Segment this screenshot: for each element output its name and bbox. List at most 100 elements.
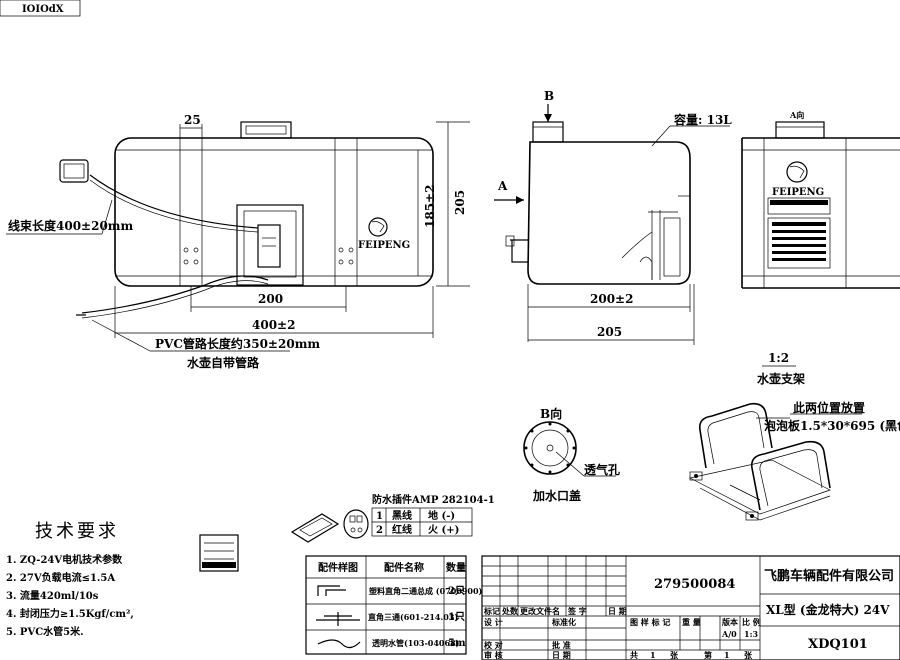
connector-row2-func: 火 (+) bbox=[428, 524, 459, 536]
tech-req-title: 技术要求 bbox=[35, 521, 119, 542]
tb-review: 审 核 bbox=[484, 650, 503, 660]
tb-standard: 标准化 bbox=[551, 617, 576, 627]
side-view: B A 容量: 13L 200±2 205 bbox=[494, 89, 732, 345]
tb-sign: 签 字 bbox=[567, 606, 587, 616]
a-view: A向 FEIPENG bbox=[741, 110, 900, 289]
dim-205: 205 bbox=[453, 190, 467, 215]
connector-view: 防水插件AMP 282104-1 1 黑线 地 (-) 2 红线 火 (+) bbox=[290, 493, 495, 543]
tb-day: 日 期 bbox=[552, 650, 571, 660]
tb-stage: 图 样 标 记 bbox=[630, 617, 670, 627]
side-label-b: B bbox=[544, 89, 554, 103]
title-block: 标记 处数 更改文件名 签 字 日 期 设 计 标准化 校 对 审 核 批 准 … bbox=[481, 555, 900, 660]
product-code: XDQ101 bbox=[808, 637, 868, 652]
parts-row3-qty: 5m bbox=[448, 638, 466, 649]
bracket-loop-left bbox=[698, 402, 773, 469]
tank-cap bbox=[240, 121, 292, 139]
parts-header-name: 配件名称 bbox=[384, 561, 424, 574]
bracket-base bbox=[688, 459, 831, 515]
bracket-title: 水壶支架 bbox=[757, 371, 805, 386]
side-tank-outline bbox=[527, 141, 691, 285]
side-dim-200: 200±2 bbox=[590, 292, 633, 306]
parts-row3-name: 透明水管(103-04068) bbox=[372, 638, 460, 648]
tb-total: 共 bbox=[630, 650, 638, 660]
parts-table-frame bbox=[305, 555, 467, 655]
cap-view-title: B向 bbox=[540, 406, 562, 421]
side-label-a: A bbox=[497, 179, 508, 193]
bracket-note-line1: 此两位置放置 bbox=[793, 400, 865, 415]
parts-row2-name: 直角三通(601-214.03) bbox=[368, 612, 458, 622]
side-dim-205: 205 bbox=[597, 325, 622, 339]
strap-left bbox=[179, 137, 203, 287]
parts-table: 配件样图 配件名称 数量 塑料直角二通总成 (0700900) 2只 直角三通(… bbox=[305, 555, 483, 655]
cap-view: B向 透气孔 加水口盖 bbox=[523, 406, 620, 503]
parts-header-qty: 数量 bbox=[446, 561, 466, 574]
a-view-logo-text: FEIPENG bbox=[772, 187, 824, 198]
title-block-frame bbox=[481, 555, 900, 660]
tb-design: 设 计 bbox=[484, 617, 503, 627]
a-view-logo-icon bbox=[786, 161, 808, 183]
a-view-cap bbox=[775, 121, 825, 139]
tb-count: 处数 bbox=[501, 606, 519, 616]
company-name: 飞鹏车辆配件有限公司 bbox=[764, 568, 894, 584]
dim-185: 185±2 bbox=[423, 185, 437, 228]
harness-length-label: 线束长度400±20mm bbox=[8, 218, 134, 233]
feipeng-logo-icon bbox=[368, 217, 388, 237]
bracket-loop-right bbox=[750, 440, 831, 511]
tb-weight: 重 量 bbox=[682, 617, 701, 627]
tech-req-item-5: 5. PVC水管5米. bbox=[6, 625, 84, 638]
parts-header-image: 配件样图 bbox=[318, 561, 358, 574]
tb-ratio: 比 例 bbox=[742, 617, 761, 627]
bracket-view: 1:2 水壶支架 此两位置放置 泡泡板1.5*30*695 (黑色) bbox=[688, 351, 900, 521]
tee-fitting-icon bbox=[316, 612, 360, 626]
a-view-title: A向 bbox=[789, 110, 804, 120]
tech-req-item-1: 1. ZQ-24V电机技术参数 bbox=[6, 553, 123, 566]
pvc-tube bbox=[81, 275, 269, 314]
code-tag: IOIOdX bbox=[22, 4, 64, 15]
pvc-length-label: PVC管路长度约350±20mm bbox=[155, 336, 320, 351]
drawing-number: 279500084 bbox=[654, 577, 735, 592]
front-logo-text: FEIPENG bbox=[358, 240, 410, 251]
elbow-fitting-icon bbox=[317, 585, 346, 596]
dim-400: 400±2 bbox=[252, 318, 295, 332]
side-cap bbox=[532, 121, 564, 143]
connector-row2-no: 2 bbox=[376, 525, 383, 536]
cap-outer bbox=[523, 421, 577, 475]
connector-title: 防水插件AMP 282104-1 bbox=[372, 493, 495, 506]
tb-total-n: 1 bbox=[650, 650, 656, 660]
bracket-note-line2: 泡泡板1.5*30*695 (黑色) bbox=[764, 418, 900, 433]
tech-requirements: 技术要求 1. ZQ-24V电机技术参数 2. 27V负载电流≤1.5A 3. … bbox=[6, 521, 239, 638]
tank-outline bbox=[114, 137, 434, 287]
tb-file: 更改文件名 bbox=[520, 606, 560, 616]
tb-page-n: 1 bbox=[724, 650, 730, 660]
tb-mark: 标记 bbox=[483, 606, 500, 616]
front-view: FEIPENG 25 185±2 205 200 400±2 bbox=[6, 113, 470, 370]
tb-sheet2: 张 bbox=[744, 650, 753, 660]
tb-check: 校 对 bbox=[484, 640, 503, 650]
tb-date: 日 期 bbox=[608, 606, 627, 616]
code-tag-box bbox=[0, 0, 81, 17]
tube-icon bbox=[317, 639, 361, 649]
tech-req-item-2: 2. 27V负载电流≤1.5A bbox=[6, 571, 115, 584]
dim-25: 25 bbox=[184, 113, 201, 127]
tb-page: 第 bbox=[704, 650, 712, 660]
pump-housing bbox=[236, 204, 304, 286]
pvc-note-label: 水壶自带管路 bbox=[187, 355, 260, 370]
tech-req-item-3: 3. 流量420ml/10s bbox=[6, 589, 99, 602]
connector-plug-icon bbox=[290, 513, 340, 543]
a-view-label-top bbox=[767, 197, 831, 215]
connector-row1-wire: 黑线 bbox=[392, 509, 412, 522]
bracket-scale: 1:2 bbox=[768, 351, 789, 365]
wire-harness bbox=[89, 174, 259, 229]
connector-row1-func: 地 (-) bbox=[428, 509, 455, 522]
connector-row1-no: 1 bbox=[376, 511, 383, 522]
a-view-label-main bbox=[767, 217, 831, 269]
cap-inner bbox=[531, 429, 569, 467]
dim-200: 200 bbox=[258, 292, 283, 306]
tb-sheet: 张 bbox=[670, 650, 679, 660]
connector-row2-wire: 红线 bbox=[392, 523, 412, 536]
capacity-label: 容量: 13L bbox=[673, 112, 732, 127]
tech-req-item-4: 4. 封闭压力≥1.5Kgf/cm², bbox=[6, 607, 134, 620]
tb-ver-val: A/0 bbox=[721, 629, 737, 639]
